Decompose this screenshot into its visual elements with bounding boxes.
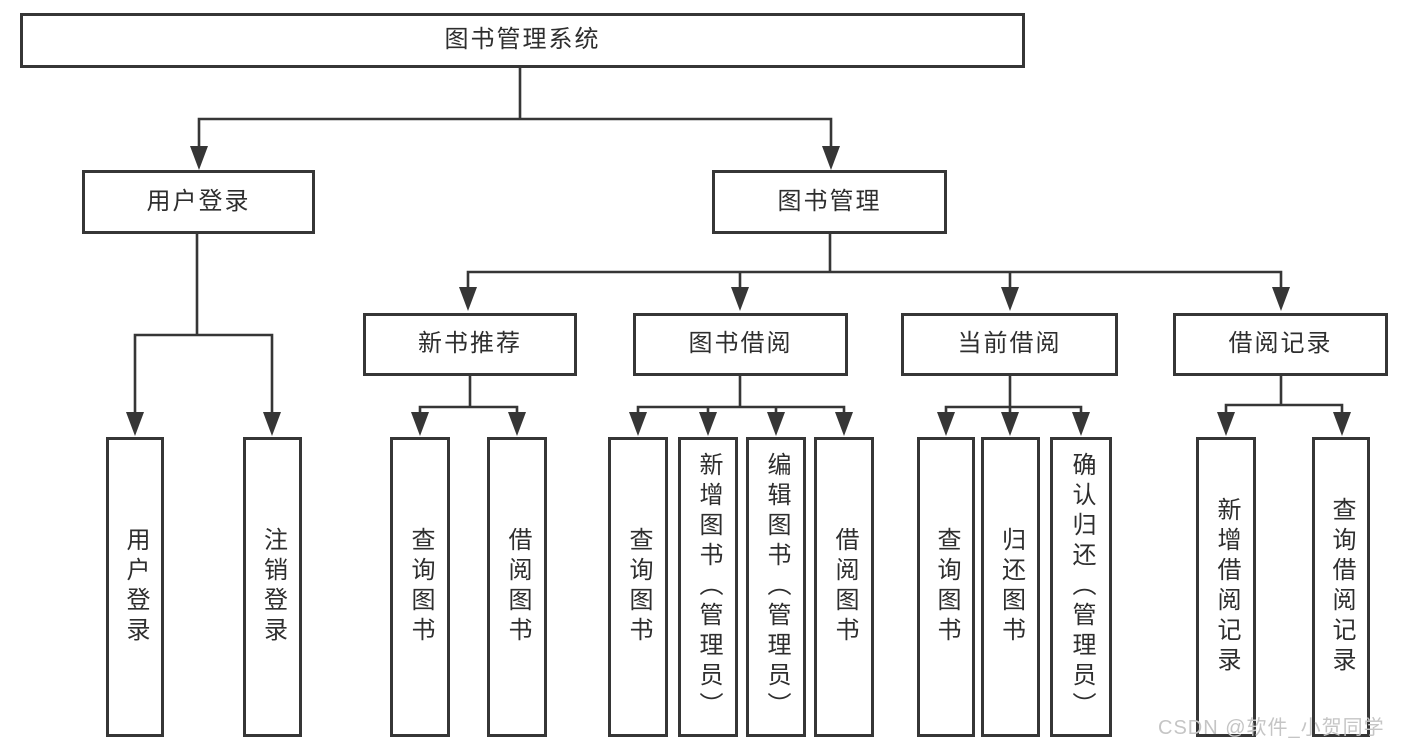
leaf-logout: 注销登录 bbox=[243, 437, 302, 737]
arrowhead-icon bbox=[459, 287, 477, 311]
connector-current-borrow bbox=[944, 375, 1083, 414]
node-user-login: 用户登录 bbox=[82, 170, 315, 234]
node-label: 用户登录 bbox=[146, 187, 251, 215]
leaf-label: 查询图书 bbox=[933, 527, 960, 647]
connector-book-borrow bbox=[636, 375, 846, 414]
arrowhead-icon bbox=[1272, 287, 1290, 311]
leaf-label: 确认归还（管理员） bbox=[1068, 452, 1095, 722]
node-new-book-recommend: 新书推荐 bbox=[363, 313, 577, 376]
arrowhead-icon bbox=[411, 412, 429, 436]
leaf-label: 查询图书 bbox=[625, 527, 652, 647]
arrowhead-icon bbox=[937, 412, 955, 436]
leaf-return-books: 归还图书 bbox=[981, 437, 1040, 737]
node-book-borrow: 图书借阅 bbox=[633, 313, 848, 376]
node-label: 图书借阅 bbox=[688, 330, 793, 358]
arrowhead-icon bbox=[126, 412, 144, 436]
arrowhead-icon bbox=[629, 412, 647, 436]
arrowhead-icon bbox=[263, 412, 281, 436]
leaf-query-books-recommend: 查询图书 bbox=[390, 437, 450, 737]
arrowhead-icon bbox=[1001, 287, 1019, 311]
leaf-label: 借阅图书 bbox=[831, 527, 858, 647]
connector-new-book bbox=[418, 375, 519, 414]
node-label: 图书管理 bbox=[777, 187, 882, 215]
node-root-label: 图书管理系统 bbox=[444, 26, 601, 54]
leaf-label: 新增借阅记录 bbox=[1213, 497, 1240, 677]
node-label: 借阅记录 bbox=[1228, 330, 1333, 358]
leaf-label: 用户登录 bbox=[122, 527, 149, 647]
arrowhead-icon bbox=[699, 412, 717, 436]
arrowhead-icon bbox=[1001, 412, 1019, 436]
arrowhead-icon bbox=[1072, 412, 1090, 436]
arrowhead-icon bbox=[767, 412, 785, 436]
leaf-label: 编辑图书（管理员） bbox=[763, 452, 790, 722]
node-label: 新书推荐 bbox=[418, 330, 522, 358]
leaf-label: 新增图书（管理员） bbox=[695, 452, 722, 722]
leaf-query-books-borrow: 查询图书 bbox=[608, 437, 668, 737]
node-label: 当前借阅 bbox=[957, 330, 1062, 358]
leaf-query-borrow-record: 查询借阅记录 bbox=[1312, 437, 1370, 737]
leaf-borrow-books-recommend: 借阅图书 bbox=[487, 437, 547, 737]
arrowhead-icon bbox=[508, 412, 526, 436]
node-current-borrow: 当前借阅 bbox=[901, 313, 1118, 376]
connector-borrow-records bbox=[1224, 375, 1344, 414]
arrowhead-icon bbox=[190, 146, 208, 170]
leaf-label: 注销登录 bbox=[259, 527, 287, 647]
leaf-label: 归还图书 bbox=[997, 527, 1025, 647]
node-book-management: 图书管理 bbox=[712, 170, 947, 234]
arrowhead-icon bbox=[822, 146, 840, 170]
connector-root bbox=[197, 67, 833, 148]
watermark: CSDN @软件_小贺同学 bbox=[1158, 717, 1385, 739]
node-root-system: 图书管理系统 bbox=[20, 13, 1025, 68]
leaf-label: 借阅图书 bbox=[504, 527, 531, 647]
leaf-query-books-current: 查询图书 bbox=[917, 437, 975, 737]
leaf-user-login: 用户登录 bbox=[106, 437, 164, 737]
leaf-confirm-return-admin: 确认归还（管理员） bbox=[1050, 437, 1112, 737]
connector-book-management bbox=[466, 232, 1283, 290]
node-borrow-records: 借阅记录 bbox=[1173, 313, 1388, 376]
arrowhead-icon bbox=[1333, 412, 1351, 436]
leaf-label: 查询借阅记录 bbox=[1328, 497, 1355, 677]
leaf-label: 查询图书 bbox=[407, 527, 434, 647]
leaf-add-books-admin: 新增图书（管理员） bbox=[678, 437, 738, 737]
arrowhead-icon bbox=[835, 412, 853, 436]
leaf-borrow-books: 借阅图书 bbox=[814, 437, 874, 737]
leaf-edit-books-admin: 编辑图书（管理员） bbox=[746, 437, 806, 737]
arrowhead-icon bbox=[1217, 412, 1235, 436]
leaf-add-borrow-record: 新增借阅记录 bbox=[1196, 437, 1256, 737]
arrowhead-icon bbox=[731, 287, 749, 311]
connector-user-login bbox=[133, 232, 274, 414]
